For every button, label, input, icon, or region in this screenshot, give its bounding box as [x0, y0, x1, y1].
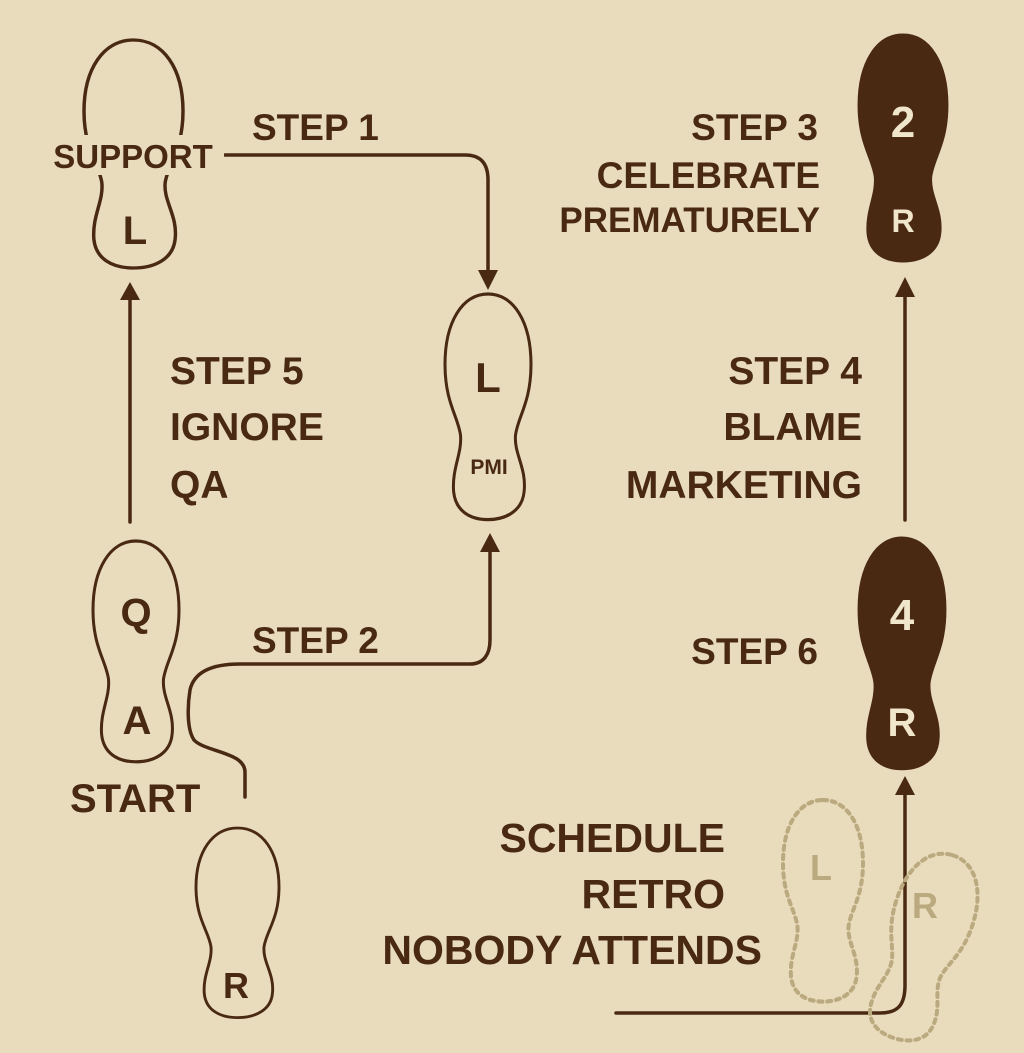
step4-line2: BLAME: [723, 406, 862, 449]
arrowhead-icon: [895, 277, 915, 297]
arrow-retro: [614, 792, 907, 1015]
step5-label: STEP 5: [170, 350, 304, 393]
step3-foot-letter: R: [891, 203, 914, 239]
arrow-step1: [223, 153, 490, 274]
start-label: START: [70, 777, 200, 821]
qa-bottom-letter: A: [123, 699, 152, 743]
arrowhead-icon: [895, 776, 915, 795]
arrow-step2: [186, 550, 492, 799]
step6-foot-number: 4: [890, 591, 915, 640]
pmi-label: PMI: [470, 456, 507, 479]
step3-line2: CELEBRATE: [597, 155, 820, 196]
step3-line3: PREMATURELY: [559, 201, 820, 240]
step1-label: STEP 1: [252, 107, 379, 148]
support-label: SUPPORT: [53, 138, 213, 175]
retro-line2: RETRO: [582, 871, 726, 917]
arrowhead-icon: [120, 282, 140, 300]
step3-foot-number: 2: [891, 98, 915, 147]
retro-line3: NOBODY ATTENDS: [382, 927, 762, 973]
support-letter: L: [123, 209, 147, 253]
start-foot-letter: R: [223, 965, 249, 1006]
ghost-left-letter: L: [810, 847, 832, 888]
pmi-top-letter: L: [475, 354, 501, 401]
arrowhead-icon: [480, 533, 500, 552]
step6-label: STEP 6: [691, 631, 818, 672]
step2-label: STEP 2: [252, 620, 379, 661]
step5-line3: QA: [170, 464, 229, 507]
step4-line3: MARKETING: [626, 464, 862, 507]
arrowhead-icon: [478, 270, 498, 290]
ghost-right-letter: R: [912, 885, 938, 926]
retro-line1: SCHEDULE: [499, 815, 725, 861]
step4-label: STEP 4: [728, 350, 862, 393]
step3-label: STEP 3: [691, 107, 818, 148]
qa-top-letter: Q: [120, 591, 151, 635]
step5-line2: IGNORE: [170, 406, 324, 449]
step6-foot-letter: R: [888, 701, 917, 745]
